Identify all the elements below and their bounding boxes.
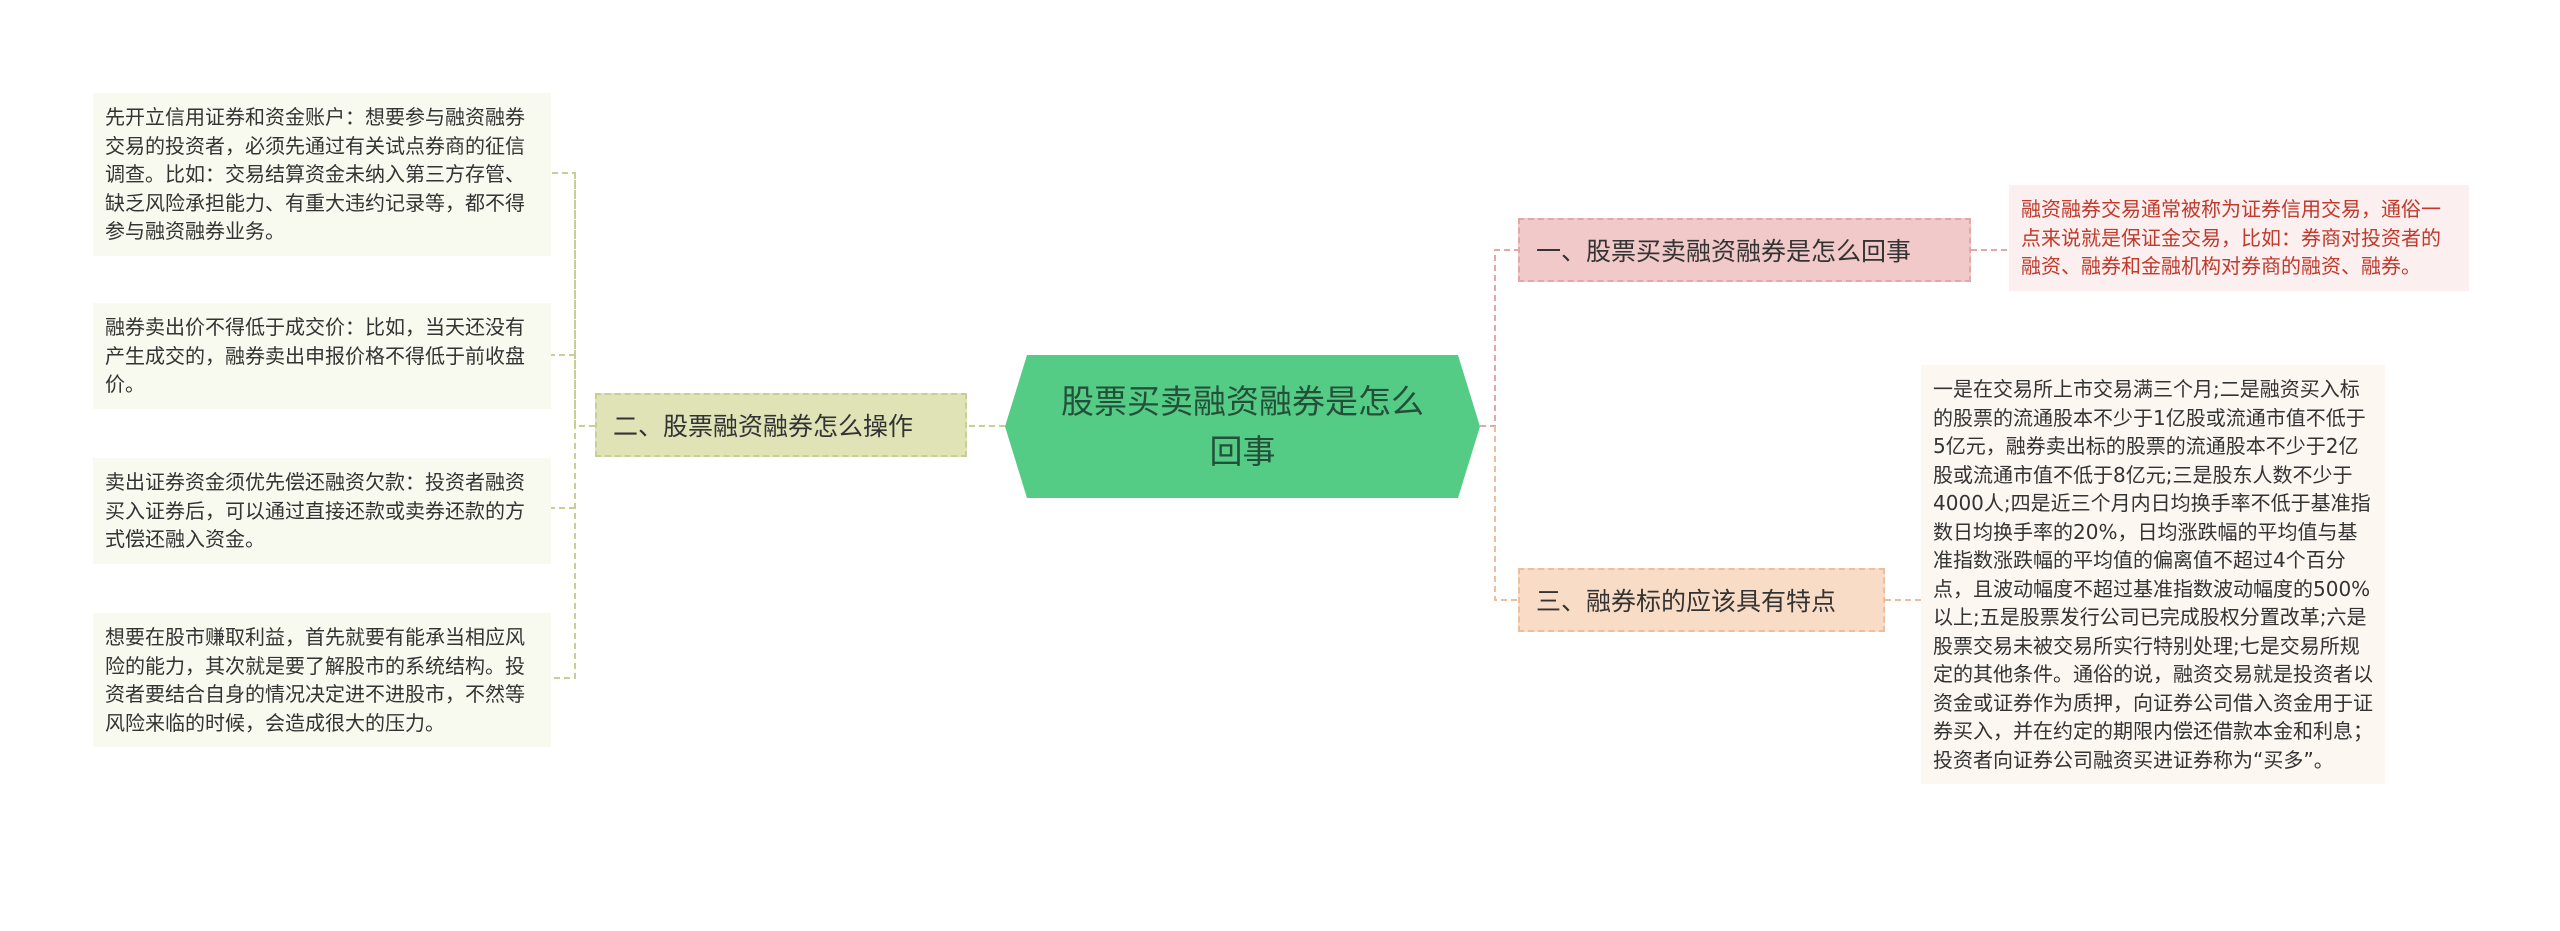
leaf-text: 先开立信用证券和资金账户：想要参与融资融券交易的投资者，必须先通过有关试点券商的… <box>105 105 525 243</box>
connector-root-branch1 <box>1480 249 1518 427</box>
leaf-text: 一是在交易所上市交易满三个月;二是融资买入标的股票的流通股本不少于1亿股或流通市… <box>1933 377 2373 772</box>
branch-how-to-operate[interactable]: 二、股票融资融券怎么操作 <box>595 393 967 457</box>
branch-what-is-margin-trading[interactable]: 一、股票买卖融资融券是怎么回事 <box>1518 218 1971 282</box>
leaf-text: 想要在股市赚取利益，首先就要有能承当相应风险的能力，其次就是要了解股市的系统结构… <box>105 625 525 735</box>
branch-label: 三、融券标的应该具有特点 <box>1536 587 1837 616</box>
connector-branch2-leaves <box>551 172 595 679</box>
leaf-text: 卖出证券资金须优先偿还融资欠款：投资者融资买入证券后，可以通过直接还款或卖券还款… <box>105 470 525 551</box>
root-title: 股票买卖融资融券是怎么回事 <box>1061 381 1424 471</box>
leaf-open-account[interactable]: 先开立信用证券和资金账户：想要参与融资融券交易的投资者，必须先通过有关试点券商的… <box>93 93 551 256</box>
root-topic[interactable]: 股票买卖融资融券是怎么回事 <box>1005 355 1480 498</box>
leaf-repay-financing[interactable]: 卖出证券资金须优先偿还融资欠款：投资者融资买入证券后，可以通过直接还款或卖券还款… <box>93 458 551 564</box>
leaf-short-sell-price[interactable]: 融券卖出价不得低于成交价：比如，当天还没有产生成交的，融券卖出申报价格不得低于前… <box>93 303 551 409</box>
leaf-definition[interactable]: 融资融券交易通常被称为证券信用交易，通俗一点来说就是保证金交易，比如：券商对投资… <box>2009 185 2469 291</box>
branch-label: 一、股票买卖融资融券是怎么回事 <box>1536 237 1912 266</box>
leaf-text: 融券卖出价不得低于成交价：比如，当天还没有产生成交的，融券卖出申报价格不得低于前… <box>105 315 525 396</box>
leaf-risk-capacity[interactable]: 想要在股市赚取利益，首先就要有能承当相应风险的能力，其次就是要了解股市的系统结构… <box>93 613 551 747</box>
branch-label: 二、股票融资融券怎么操作 <box>613 412 914 441</box>
branch-security-features[interactable]: 三、融券标的应该具有特点 <box>1518 568 1885 632</box>
leaf-text: 融资融券交易通常被称为证券信用交易，通俗一点来说就是保证金交易，比如：券商对投资… <box>2021 197 2441 278</box>
connector-root-branch3 <box>1494 426 1518 601</box>
leaf-underlying-requirements[interactable]: 一是在交易所上市交易满三个月;二是融资买入标的股票的流通股本不少于1亿股或流通市… <box>1921 365 2385 784</box>
